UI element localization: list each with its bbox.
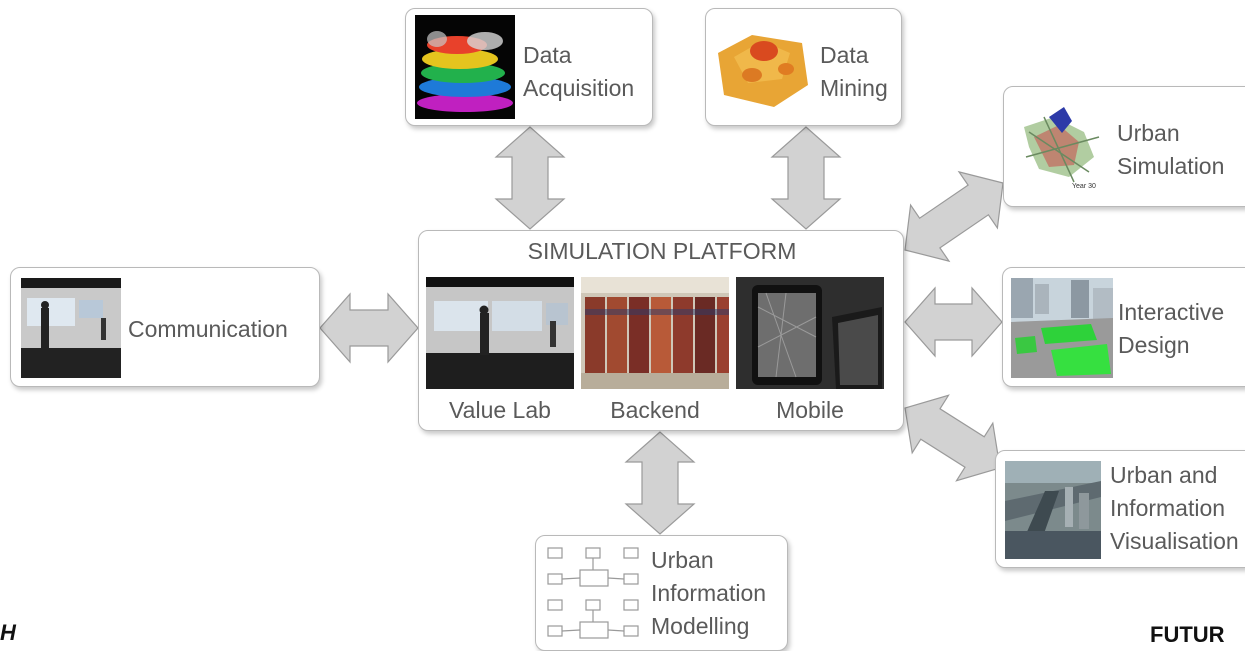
communication-label: Communication (128, 316, 288, 342)
footer-left-fragment: H (0, 620, 16, 645)
communication-room-image (21, 278, 121, 378)
data-acquisition-label: Data Acquisition (523, 42, 635, 101)
arrow-urban-visualisation (904, 394, 1001, 482)
urban-simulation-node: Year 30 Urban Simulation (1003, 86, 1245, 207)
mobile-image (736, 277, 884, 389)
arrow-data-mining (770, 126, 842, 230)
terrain-model-image (712, 23, 812, 115)
caption-backend: Backend (610, 397, 700, 423)
data-acquisition-node: Data Acquisition (405, 8, 653, 126)
platform-title: SIMULATION PLATFORM (527, 238, 797, 264)
communication-node: Communication (10, 267, 320, 387)
value-lab-image (426, 277, 574, 389)
interactive-design-image (1011, 278, 1113, 378)
footer-right-fragment: FUTUR (1150, 622, 1225, 647)
backend-image (581, 277, 729, 389)
urban-info-modelling-node: Urban Information Modelling (535, 535, 788, 651)
simulation-platform-node: SIMULATION PLATFORM (418, 230, 904, 431)
urban-info-visualisation-node: Urban and Information Visualisation (995, 450, 1245, 568)
urban-simulation-label: Urban Simulation (1117, 120, 1225, 179)
simulation-map-image: Year 30 (1014, 97, 1106, 197)
point-cloud-image (415, 15, 515, 119)
urban-info-visualisation-label: Urban and Information Visualisation (1110, 462, 1239, 554)
year-caption: Year 30 (1072, 183, 1096, 190)
arrow-urban-simulation (904, 170, 1004, 263)
city-visualisation-image (1005, 461, 1101, 559)
interactive-design-node: Interactive Design (1002, 267, 1245, 387)
caption-value-lab: Value Lab (449, 397, 551, 423)
arrow-data-acquisition (494, 126, 566, 230)
interactive-design-label: Interactive Design (1118, 299, 1225, 358)
urban-info-modelling-label: Urban Information Modelling (651, 547, 767, 639)
arrow-urban-info-modelling (624, 431, 696, 535)
arrow-interactive-design (904, 286, 1003, 358)
information-model-diagram-image (544, 544, 644, 644)
caption-mobile: Mobile (776, 397, 844, 423)
data-mining-node: Data Mining (705, 8, 902, 126)
arrow-communication (319, 292, 419, 364)
data-mining-label: Data Mining (820, 42, 888, 101)
